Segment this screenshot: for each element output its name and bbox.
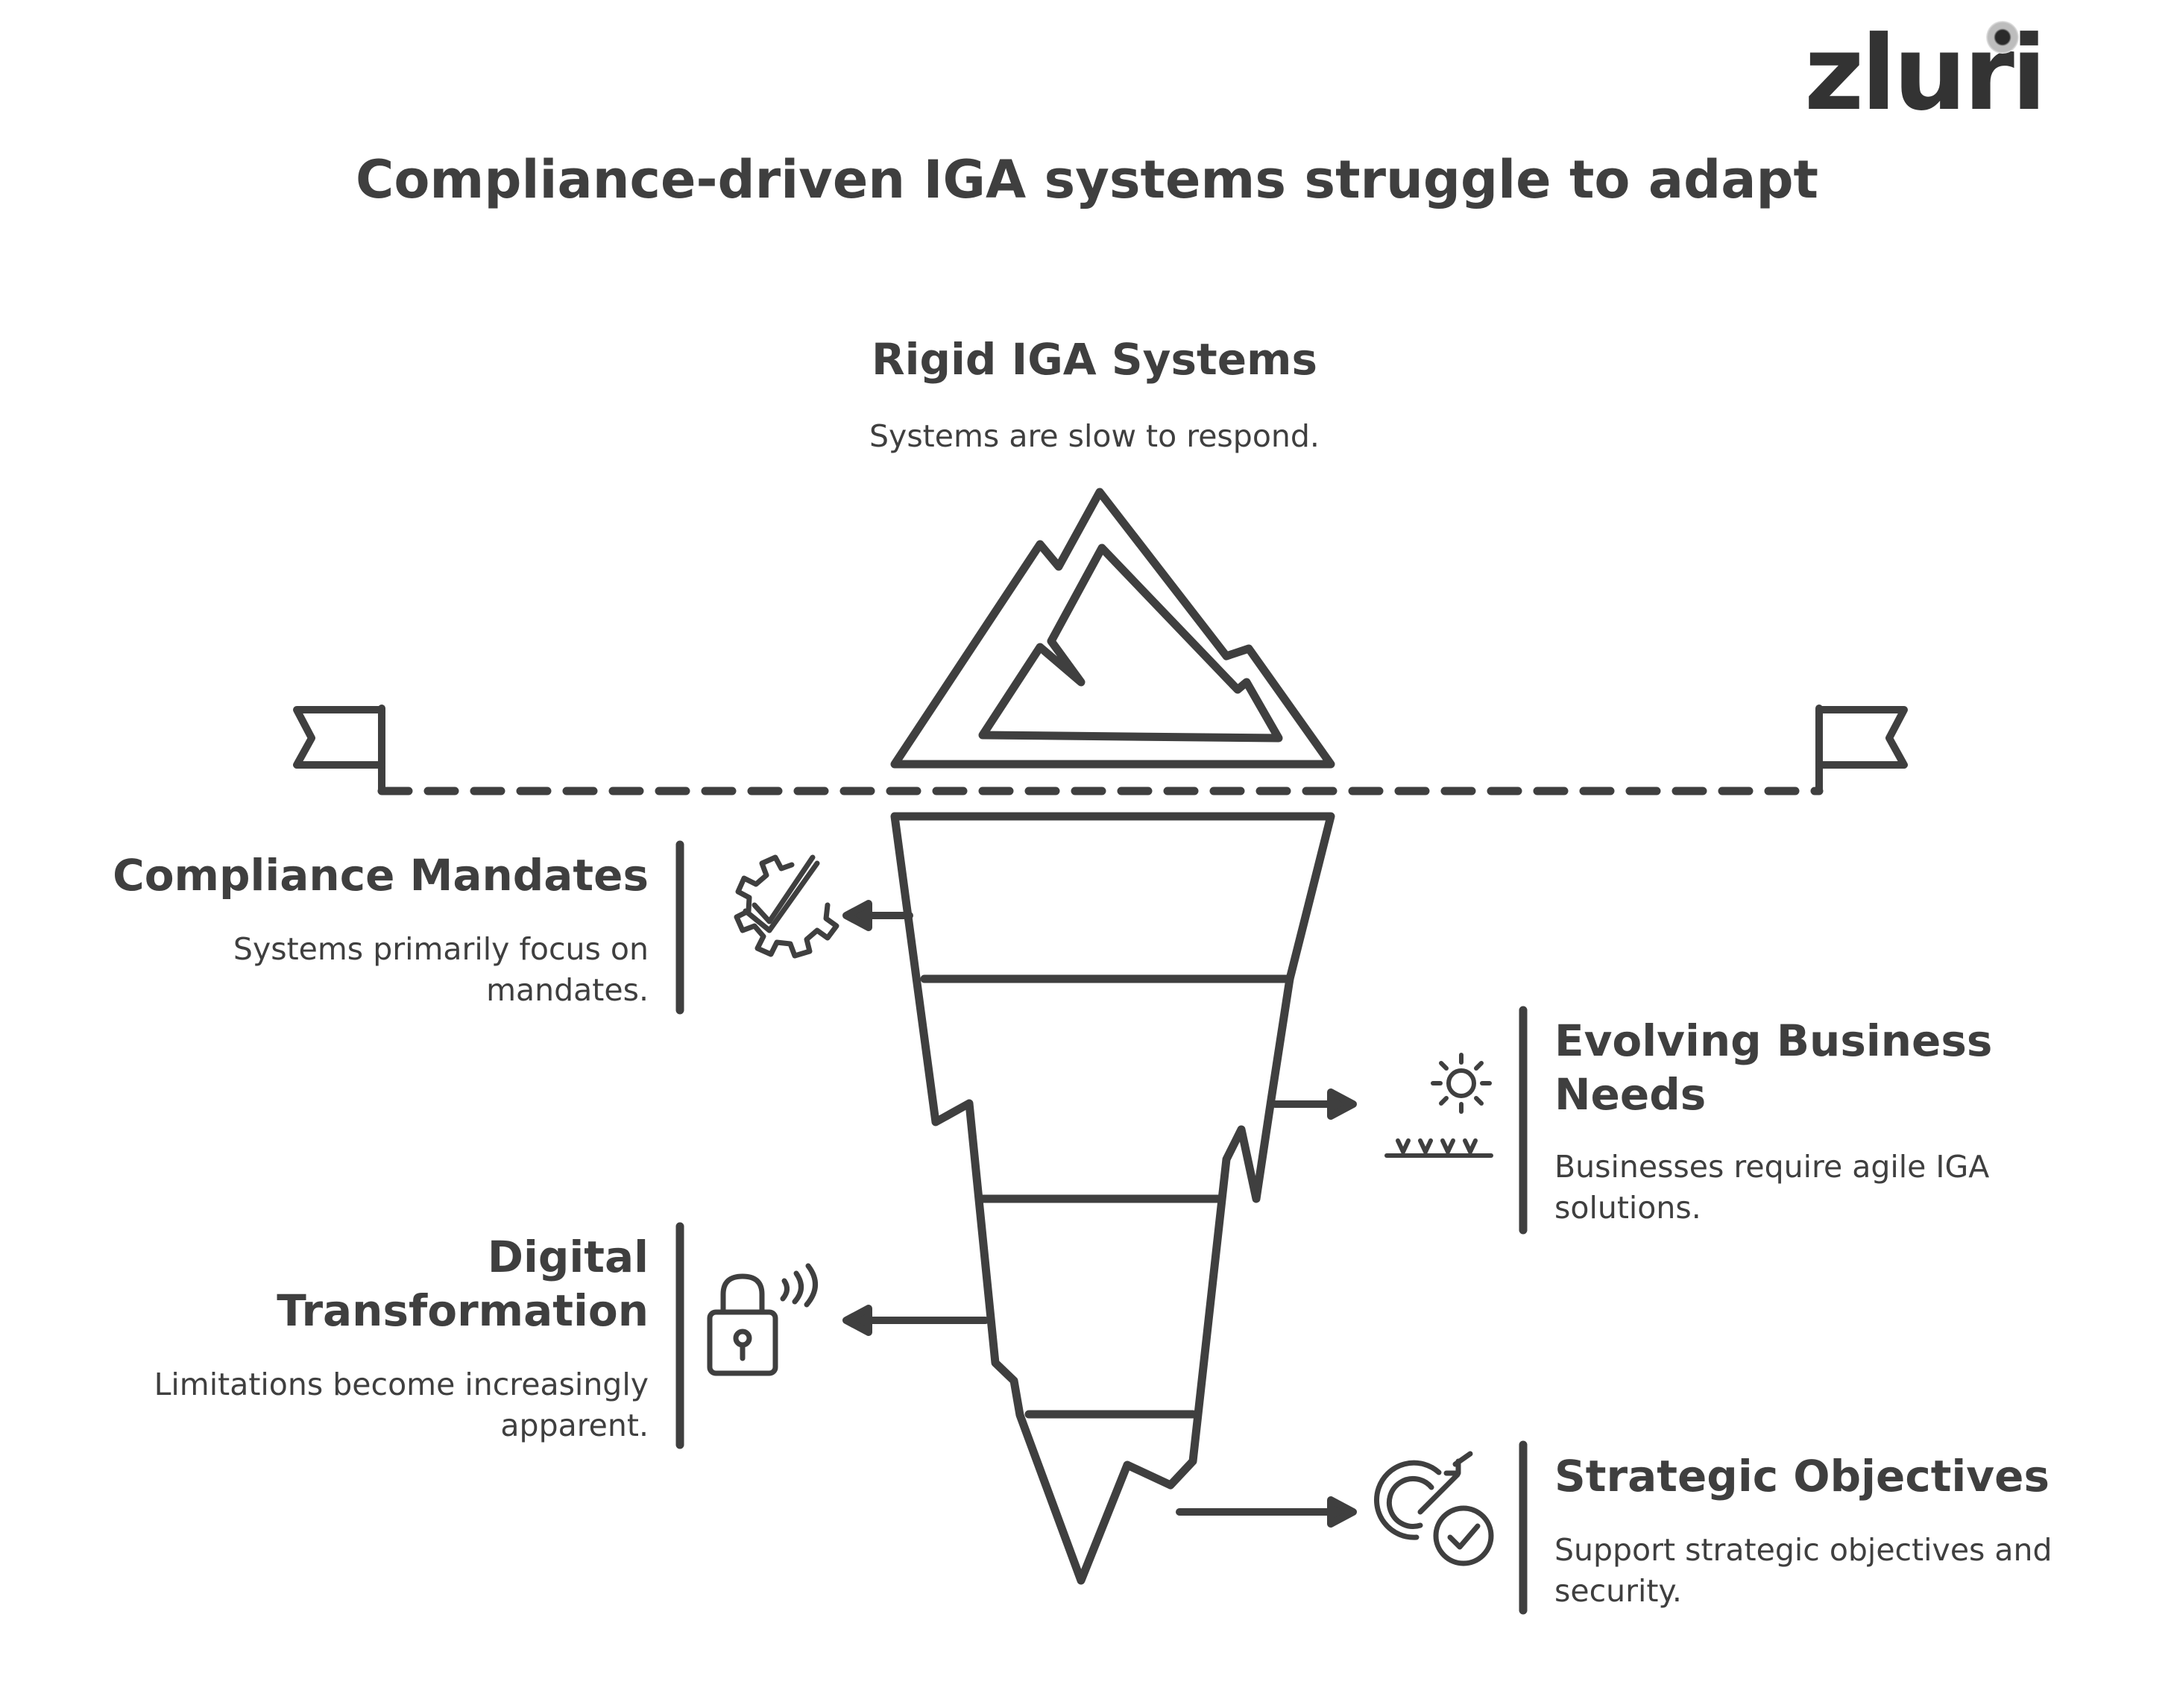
- arrow-digital-transformation: [842, 1305, 989, 1336]
- arrow-evolving-business-needs: [1271, 1088, 1357, 1120]
- target-check-icon: [1374, 1451, 1494, 1566]
- arrow-compliance-mandates: [842, 900, 913, 931]
- page-title: Compliance-driven IGA systems struggle t…: [355, 149, 1819, 210]
- iceberg-tip: [890, 488, 1335, 769]
- iceberg-body: [890, 812, 1335, 1585]
- strategic-objectives-description: Support strategic objectives and securit…: [1554, 1532, 2052, 1609]
- gear-check-icon: [734, 854, 839, 959]
- digital-transformation-heading: Digital Transformation: [277, 1232, 649, 1336]
- logo-dot-icon: [1986, 21, 2019, 54]
- left-flag-icon: [293, 705, 385, 795]
- evolving-business-needs-heading: Evolving Business Needs: [1554, 1015, 1993, 1120]
- strategic-objectives-heading: Strategic Objectives: [1554, 1451, 2049, 1501]
- wireless-lock-icon: [707, 1263, 818, 1376]
- top-heading: Rigid IGA Systems: [871, 334, 1318, 385]
- right-flag-icon: [1815, 705, 1908, 795]
- sun-grass-icon: [1384, 1053, 1493, 1158]
- evolving-business-needs-description: Businesses require agile IGA solutions.: [1554, 1149, 1990, 1226]
- compliance-mandates-description: Systems primarily focus on mandates.: [233, 931, 649, 1008]
- digital-transformation-description: Limitations become increasingly apparent…: [154, 1367, 649, 1443]
- top-description: Systems are slow to respond.: [869, 418, 1320, 454]
- compliance-mandates-heading: Compliance Mandates: [113, 850, 649, 901]
- arrow-strategic-objectives: [1176, 1496, 1357, 1528]
